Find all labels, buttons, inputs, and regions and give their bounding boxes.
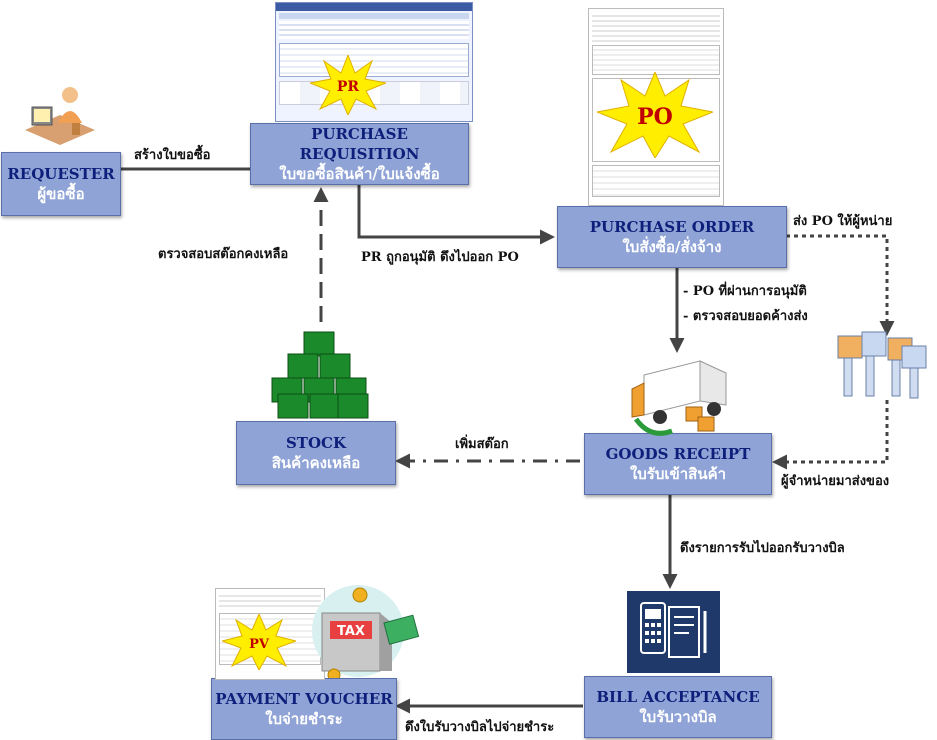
pr-stamp-text: PR [337, 79, 360, 95]
purchase-order-box: PURCHASE ORDER ใบสั่งซื้อ/สั่งจ้าง [557, 206, 787, 268]
label-vendor-delivers: ผู้จำหน่ายมาส่งของ [781, 474, 890, 489]
bill-subtitle: ใบรับวางบิล [639, 708, 717, 726]
requester-box: REQUESTER ผู้ขอซื้อ [1, 152, 121, 216]
gr-subtitle: ใบรับเข้าสินค้า [629, 465, 727, 483]
label-pull-to-payment: ดึงใบรับวางบิลไปจ่ายชำระ [405, 720, 555, 735]
pv-subtitle: ใบจ่ายชำระ [265, 710, 343, 728]
goods-receipt-box: GOODS RECEIPT ใบรับเข้าสินค้า [584, 433, 772, 495]
po-star-burst: PO [597, 72, 713, 158]
delivery-truck-icon [631, 360, 727, 436]
bill-title: BILL ACCEPTANCE [596, 688, 760, 706]
pv-title: PAYMENT VOUCHER [215, 690, 393, 708]
pr-screenshot [275, 2, 473, 122]
label-send-po: ส่ง PO ให้ผู้หน่าย [793, 214, 893, 229]
po-subtitle: ใบสั่งซื้อ/สั่งจ้าง [622, 238, 722, 256]
label-po-approved: - PO ที่ผ่านการอนุมัติ [683, 284, 807, 299]
stock-title: STOCK [285, 434, 347, 452]
payment-voucher-box: PAYMENT VOUCHER ใบจ่ายชำระ [211, 678, 397, 740]
stock-subtitle: สินค้าคงเหลือ [271, 454, 361, 472]
stock-box: STOCK สินค้าคงเหลือ [236, 421, 396, 485]
tax-text: TAX [337, 624, 365, 639]
pr-title: PURCHASE REQUISITION [299, 125, 420, 163]
po-title: PURCHASE ORDER [589, 218, 755, 236]
label-pr-approved: PR ถูกอนุมัติ ดึงไปออก PO [361, 250, 519, 265]
label-check-stock: ตรวจสอบสต๊อกคงเหลือ [158, 247, 289, 262]
arrow-pr-to-po [357, 184, 555, 245]
gr-title: GOODS RECEIPT [605, 445, 751, 463]
pv-stamp-text: PV [249, 637, 270, 652]
vendors-icon [837, 331, 927, 399]
pr-star-burst: PR [310, 55, 386, 115]
arrow-vendor-to-gr [772, 400, 889, 470]
label-add-stock: เพิ่มสต๊อก [455, 437, 509, 452]
pv-star-burst: PV [222, 614, 296, 670]
po-stamp-text: PO [637, 104, 673, 130]
stock-boxes-icon [271, 331, 369, 419]
purchase-requisition-box: PURCHASE REQUISITION ใบขอซื้อสินค้า/ใบแจ… [250, 123, 469, 185]
arrow-po-to-vendor [786, 234, 895, 336]
tax-icon: TAX [312, 585, 420, 678]
label-pull-to-billing: ดึงรายการรับไปออกรับวางบิล [680, 541, 845, 556]
requester-icon [25, 87, 95, 145]
pr-subtitle: ใบขอซื้อสินค้า/ใบแจ้งซื้อ [279, 165, 440, 183]
bill-acceptance-icon [627, 591, 720, 673]
requester-subtitle: ผู้ขอซื้อ [37, 185, 85, 203]
label-create-pr: สร้างใบขอซื้อ [134, 148, 211, 163]
bill-acceptance-box: BILL ACCEPTANCE ใบรับวางบิล [584, 676, 772, 738]
label-check-backorder: - ตรวจสอบยอดค้างส่ง [683, 309, 808, 324]
requester-title: REQUESTER [7, 165, 115, 183]
